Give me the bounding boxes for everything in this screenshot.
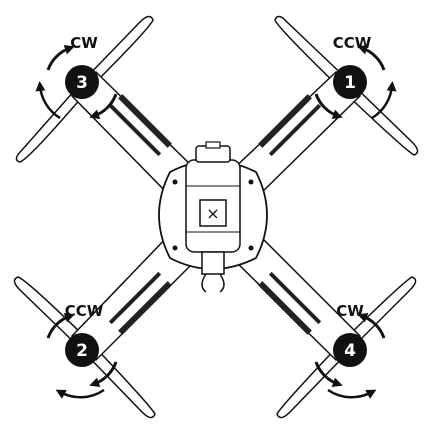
motor-3-number: 3 [76, 73, 88, 93]
motor-3-hub: 3 [65, 65, 99, 99]
motor-4-number: 4 [344, 341, 356, 361]
motor-2-hub: 2 [65, 333, 99, 367]
motor-1-number: 1 [344, 73, 356, 93]
motor-4-hub: 4 [333, 333, 367, 367]
motor-3-rotation-label: CW [70, 34, 98, 52]
motor-1-hub: 1 [333, 65, 367, 99]
motor-2-number: 2 [76, 341, 88, 361]
cable-connector [202, 252, 224, 292]
motor-4-rotation-label: CW [336, 302, 364, 320]
center-mark: × [206, 204, 219, 223]
battery-connector [196, 142, 230, 162]
motor-1-rotation-label: CCW [333, 34, 372, 52]
motor-2-rotation-label: CCW [65, 302, 104, 320]
